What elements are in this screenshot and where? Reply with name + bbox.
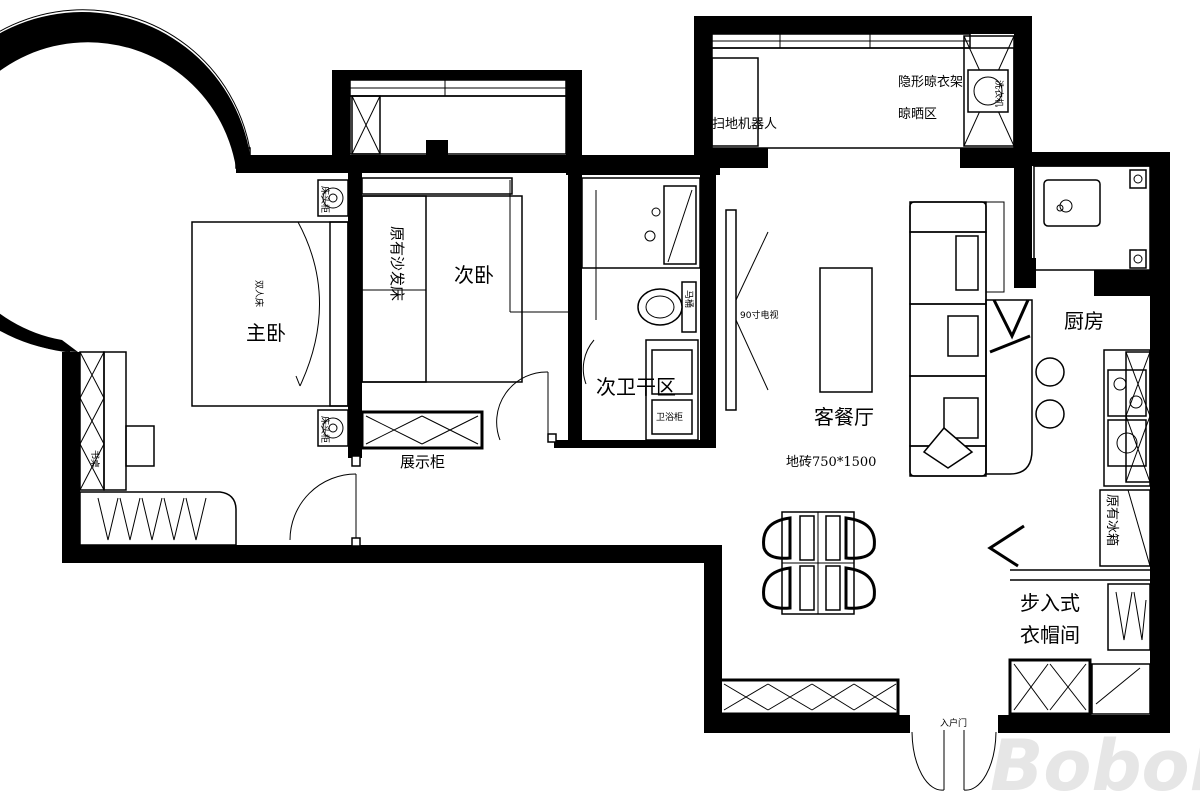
second-bedroom: 原有沙发床 次卧 展示柜 — [360, 177, 568, 471]
walk-in-closet-label-1: 步入式 — [1020, 591, 1080, 615]
second-bath-partition — [568, 175, 582, 447]
wardrobe-hangers — [97, 497, 207, 541]
tv-label: 90寸电视 — [740, 309, 778, 321]
second-bed-balcony-right — [566, 70, 582, 165]
living-dining-label: 客餐厅 — [814, 405, 874, 429]
desk-chair — [125, 425, 155, 467]
display-cabinet — [360, 410, 484, 450]
window-bath — [597, 159, 661, 173]
bath-bottom-wall — [554, 440, 716, 448]
bottom-wall-left — [62, 545, 722, 563]
living-dining: 90寸电视 客餐厅 地砖750*1500 — [718, 201, 1065, 791]
shower-tray — [663, 185, 697, 265]
second-bed-notch — [426, 140, 448, 160]
watermark: Bobolin — [990, 725, 1200, 800]
toilet: 马桶 — [637, 281, 697, 333]
living-balcony-top — [694, 16, 1030, 34]
fridge-label: 原有冰箱 — [1104, 494, 1120, 546]
hidden-drying-rack-label: 隐形晾衣架 — [898, 74, 963, 90]
master-wardrobe-bottom — [79, 491, 237, 546]
sofa-bed-label: 原有沙发床 — [388, 226, 406, 301]
second-bath-dry-label: 次卫干区 — [596, 375, 676, 399]
kitchen-mid-wall — [1094, 270, 1152, 296]
toilet-label: 马桶 — [683, 290, 695, 308]
master-second-partition — [348, 173, 362, 458]
master-bedroom: 床头柜 床头柜 双人床 主卧 书桌 — [79, 179, 361, 547]
tv — [725, 209, 737, 411]
coffee-table — [819, 267, 873, 393]
balcony-cabinet — [351, 95, 381, 155]
bay-window-inner-arc-2 — [0, 9, 251, 349]
robot-vacuum-cabinet — [711, 57, 759, 147]
living-top-wall-right — [960, 148, 1018, 168]
floor-tile-label: 地砖750*1500 — [786, 455, 876, 470]
second-bed-top-wall — [350, 155, 582, 173]
bay-window-inner-arc-1 — [0, 32, 243, 353]
bath-door[interactable] — [582, 339, 595, 385]
kitchen: 厨房 原有冰箱 — [987, 165, 1151, 581]
walls — [0, 9, 1170, 733]
second-balcony — [349, 95, 567, 155]
display-cabinet-label: 展示柜 — [400, 453, 445, 471]
second-bed-balcony-left — [332, 70, 350, 173]
bay-window-outer-arc — [0, 12, 250, 352]
sofa — [909, 201, 1005, 477]
sofa-bed — [361, 195, 523, 383]
bed-headboard — [329, 221, 349, 407]
nightstand-bottom-label: 床头柜 — [319, 416, 331, 443]
dining-table — [762, 511, 876, 615]
washer-label: 洗衣机 — [993, 80, 1005, 107]
living-balcony-right — [1014, 16, 1032, 271]
bath-cabinet-label: 卫浴柜 — [656, 411, 683, 423]
closet-cabinet — [1008, 658, 1092, 716]
second-bedroom-label: 次卧 — [454, 263, 494, 287]
walk-in-closet-label-2: 衣帽间 — [1020, 623, 1080, 647]
double-bed — [191, 221, 349, 407]
desk — [103, 351, 127, 491]
second-bedroom-door[interactable] — [496, 371, 549, 441]
kitchen-right-wall — [1150, 152, 1170, 732]
robot-vacuum-label: 扫地机器人 — [712, 117, 777, 132]
double-bed-label: 双人床 — [253, 280, 265, 307]
second-bathroom: 马桶 卫浴柜 次卫干区 — [581, 177, 701, 441]
nightstand-top — [317, 179, 349, 217]
washer-cabinet — [963, 35, 1015, 147]
walk-in-closet: 步入式 衣帽间 — [1008, 583, 1151, 716]
master-wardrobe-left — [79, 351, 105, 491]
master-door[interactable] — [289, 473, 357, 541]
living-balcony-left — [694, 16, 712, 166]
fridge — [1099, 489, 1151, 567]
living-top-wall — [712, 148, 768, 168]
master-left-wall — [62, 352, 80, 557]
window-master-bay — [235, 147, 251, 169]
bottom-wall-step — [704, 545, 722, 733]
bath-cabinet — [645, 339, 699, 441]
master-bedroom-label: 主卧 — [246, 321, 286, 345]
kitchen-label: 厨房 — [1064, 309, 1104, 333]
bath-living-partition — [700, 168, 716, 448]
nightstand-top-label: 床头柜 — [319, 186, 331, 213]
bar-counter — [985, 299, 1065, 475]
entrance-door[interactable] — [911, 731, 945, 791]
living-balcony: 扫地机器人 隐形晾衣架 晾晒区 洗衣机 — [711, 35, 1015, 149]
bottom-wall-entrance-left — [704, 715, 910, 733]
kitchen-sink — [1043, 179, 1101, 227]
shoe-cabinet — [718, 678, 900, 716]
bottom-wall-entrance-right — [998, 715, 1170, 733]
nightstand-bottom — [317, 409, 349, 447]
drying-area-label: 晾晒区 — [898, 106, 937, 122]
kitchen-left-wall — [1014, 258, 1036, 288]
second-bed-balcony-top — [332, 70, 582, 80]
entrance-door-label: 入户门 — [940, 717, 967, 729]
